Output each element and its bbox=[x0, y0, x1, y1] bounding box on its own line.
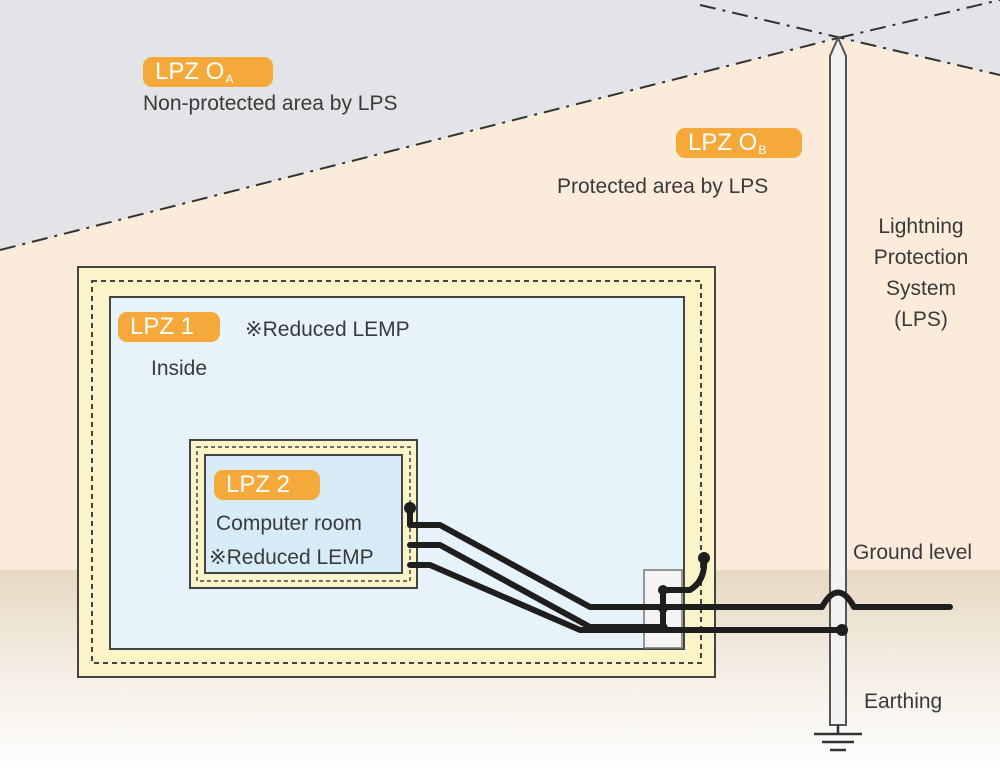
lpz2-description: Computer room bbox=[216, 512, 362, 535]
lps-label-line: System bbox=[885, 277, 956, 300]
lpz2-note: ※Reduced LEMP bbox=[209, 546, 374, 569]
connection-points bbox=[404, 502, 848, 636]
earthing-symbol bbox=[814, 725, 862, 752]
lpz1-note: ※Reduced LEMP bbox=[245, 318, 410, 341]
lpz0b-badge: LPZ OB bbox=[676, 128, 802, 158]
lpz2-badge: LPZ 2 bbox=[214, 470, 320, 500]
lps-label-line: Lightning bbox=[878, 215, 964, 238]
ground-level-label: Ground level bbox=[853, 541, 973, 564]
unprotected-zone-background-right bbox=[838, 0, 1000, 75]
earthing-label: Earthing bbox=[864, 690, 943, 713]
lpz0a-badge: LPZ OA bbox=[143, 57, 273, 87]
lpz1-badge: LPZ 1 bbox=[118, 312, 220, 342]
lps-label: Lightning Protection System (LPS) bbox=[858, 215, 984, 332]
lpz1-description: Inside bbox=[151, 357, 208, 380]
lpz0a-description: Non-protected area by LPS bbox=[143, 92, 398, 115]
protection-boundary-lines bbox=[0, 0, 1000, 251]
lpz1-shield-boundary bbox=[91, 280, 702, 664]
lightning-rod bbox=[829, 35, 847, 726]
lps-label-line: Protection bbox=[873, 246, 969, 269]
lpz0b-description: Protected area by LPS bbox=[557, 175, 769, 198]
lps-label-line: (LPS) bbox=[894, 308, 948, 331]
